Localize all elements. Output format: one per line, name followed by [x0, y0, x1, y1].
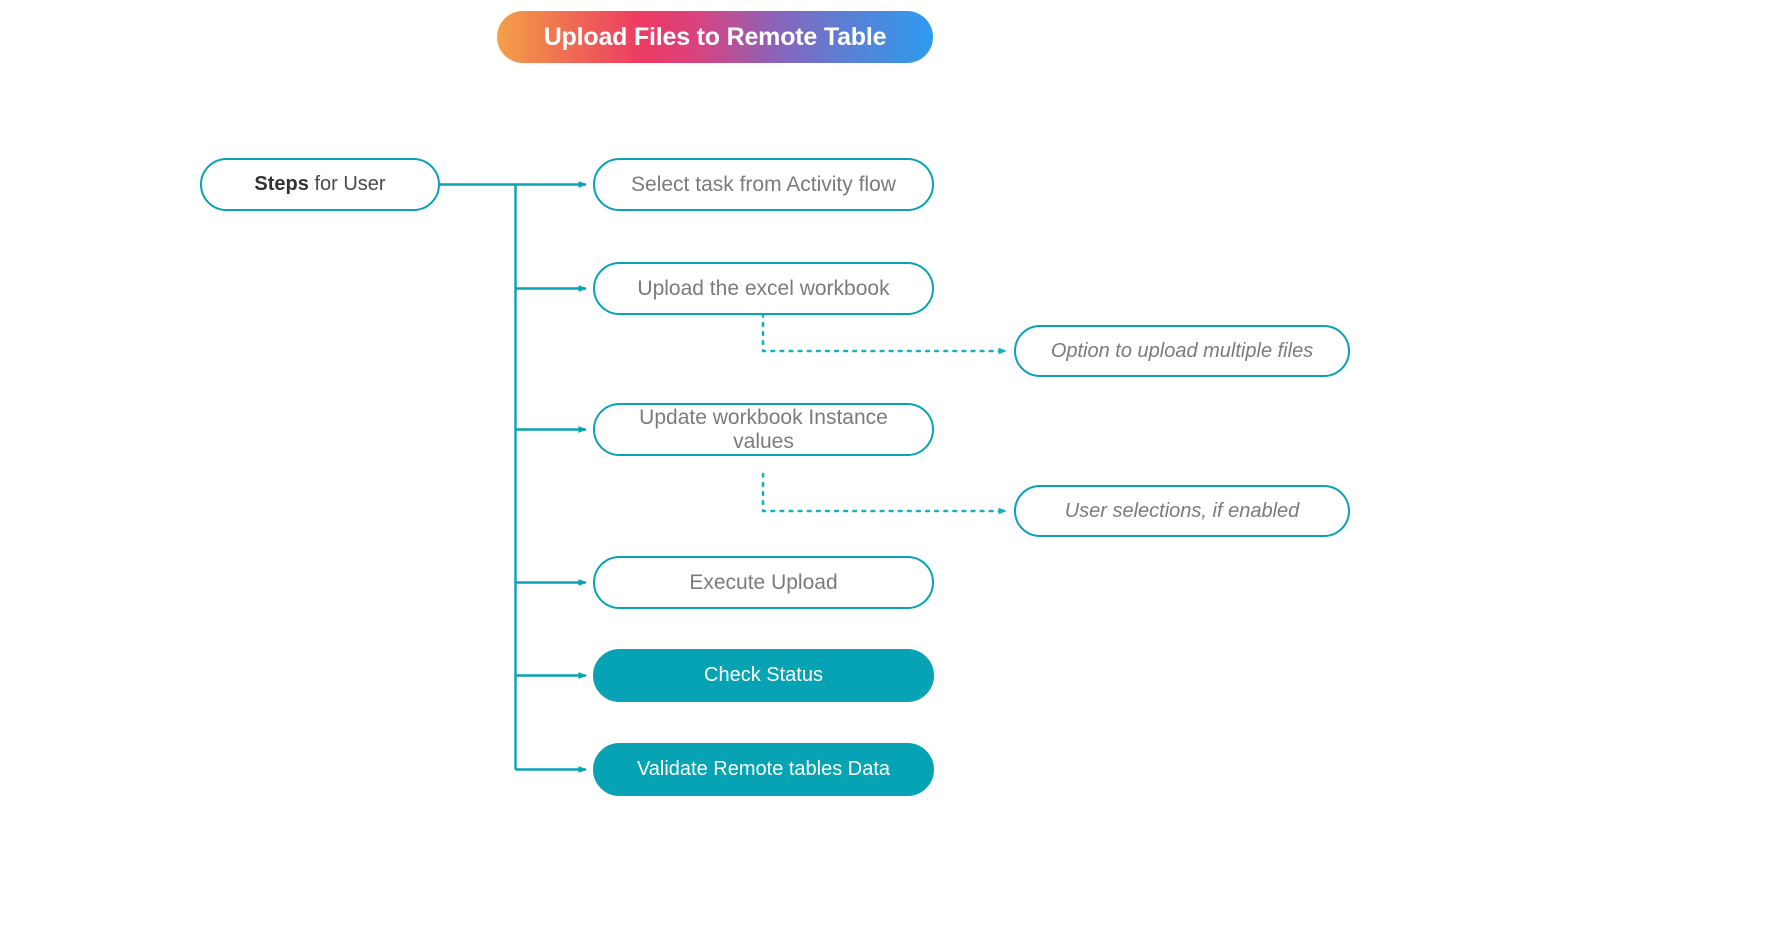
- node-label: Execute Upload: [689, 570, 838, 594]
- node-label: Validate Remote tables Data: [636, 758, 891, 781]
- node-label: Steps for User: [236, 173, 403, 195]
- node-update-workbook-instance-values[interactable]: Update workbook Instance values: [593, 403, 934, 456]
- note-user-selections-if-enabled[interactable]: User selections, if enabled: [1014, 485, 1350, 537]
- node-label-bold: Steps: [254, 173, 309, 196]
- note-label: Option to upload multiple files: [1050, 339, 1314, 362]
- node-label: Select task from Activity flow: [631, 172, 896, 196]
- node-validate-remote-tables-data[interactable]: Validate Remote tables Data: [593, 743, 934, 796]
- wire-note-2: [761, 472, 1008, 515]
- node-check-status[interactable]: Check Status: [593, 649, 934, 702]
- node-label: Update workbook Instance values: [639, 405, 888, 453]
- node-upload-the-excel-workbook[interactable]: Upload the excel workbook: [593, 262, 934, 315]
- note-label: User selections, if enabled: [1064, 499, 1300, 522]
- page-title: Upload Files to Remote Table: [543, 22, 887, 51]
- wire-note-1: [761, 312, 1008, 355]
- node-label: Upload the excel workbook: [637, 276, 890, 300]
- node-label: Check Status: [704, 664, 823, 687]
- node-steps-for-user[interactable]: Steps for User: [200, 158, 440, 211]
- node-execute-upload[interactable]: Execute Upload: [593, 556, 934, 609]
- node-label-rest: for User: [308, 173, 386, 196]
- page-title-banner: Upload Files to Remote Table: [497, 11, 933, 63]
- note-option-to-upload-multiple-files[interactable]: Option to upload multiple files: [1014, 325, 1350, 377]
- node-select-task-from-activity-flow[interactable]: Select task from Activity flow: [593, 158, 934, 211]
